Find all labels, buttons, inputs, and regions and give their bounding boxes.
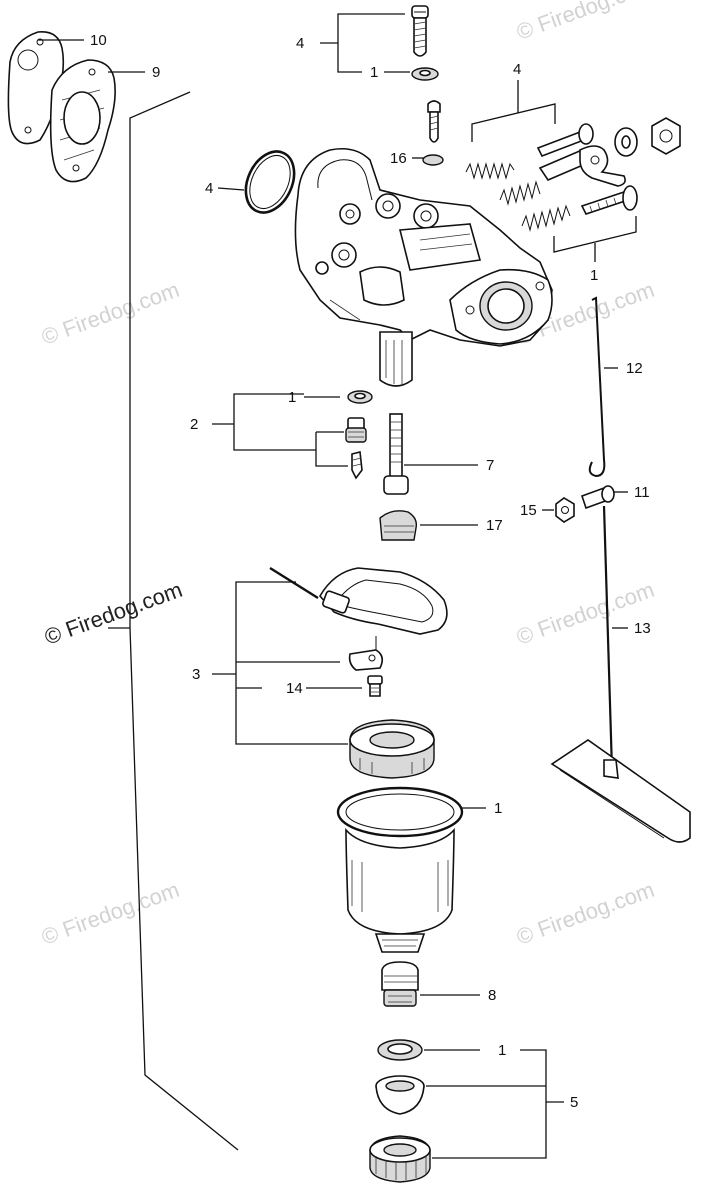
- float-bowl: [336, 786, 464, 953]
- callout-7: 7: [486, 457, 494, 474]
- float-ring: [349, 719, 435, 779]
- callout-16: 16: [390, 150, 407, 167]
- lever-arm: [538, 145, 626, 187]
- nut-right: [651, 117, 681, 155]
- washer-bottom-hole: [387, 1043, 413, 1055]
- callout-2: 2: [190, 416, 198, 433]
- bracket-2: [212, 393, 348, 467]
- emulsion-tube: [383, 413, 409, 495]
- watermark: © Firedog.com: [38, 277, 182, 350]
- bowl-cup: [375, 1075, 425, 1115]
- pilot-screw-top: [411, 5, 429, 57]
- bracket-4-right-bottom: [553, 216, 637, 262]
- spring-3: [521, 204, 571, 232]
- throttle-stop-screw: [536, 123, 594, 158]
- bracket-4-top: [320, 13, 405, 73]
- o-ring-body: [244, 150, 296, 214]
- callout-14: 14: [286, 680, 303, 697]
- carburetor-body: [294, 147, 553, 387]
- spring-2: [499, 180, 541, 206]
- callout-8: 8: [488, 987, 496, 1004]
- screw-16: [427, 100, 441, 143]
- leader-1-oring: [217, 187, 245, 191]
- float-arm: [348, 636, 384, 671]
- watermark: © Firedog.com: [513, 577, 657, 650]
- callout-12: 12: [626, 360, 643, 377]
- spring-1: [465, 162, 515, 180]
- callout-3: 3: [192, 666, 200, 683]
- watermark: © Firedog.com: [513, 0, 657, 45]
- screw-11: [580, 485, 615, 510]
- callout-1-bottom: 1: [498, 1042, 506, 1059]
- gasket-9: [49, 59, 116, 183]
- callout-1-oring: 4: [205, 180, 213, 197]
- control-link-13: [550, 505, 691, 843]
- callout-10: 10: [90, 32, 107, 49]
- callout-4-right-top: 4: [513, 61, 521, 78]
- float-screw-14: [367, 675, 383, 697]
- bracket-3: [212, 581, 348, 745]
- slow-jet: [379, 510, 418, 541]
- washer-top-hole: [419, 69, 431, 77]
- drain-bolt-8: [381, 961, 419, 1007]
- nut-15: [555, 497, 575, 523]
- bracket-4-right-top: [471, 80, 556, 142]
- callout-15: 15: [520, 502, 537, 519]
- float-pin: [269, 566, 319, 600]
- drain-nut: [369, 1135, 431, 1183]
- callout-4-right-bottom: 1: [590, 267, 598, 284]
- callout-4-top: 4: [296, 35, 304, 52]
- assembly-bracket-line: [108, 91, 239, 1151]
- bracket-5: [424, 1049, 564, 1159]
- float-needle: [351, 451, 363, 480]
- main-jet: [345, 417, 367, 443]
- callout-17: 17: [486, 517, 503, 534]
- choke-rod: [588, 296, 606, 478]
- callout-11: 11: [634, 484, 650, 501]
- callout-5: 5: [570, 1094, 578, 1111]
- watermark: © Firedog.com: [513, 877, 657, 950]
- callout-1-bowl: 1: [494, 800, 502, 817]
- watermark: © Firedog.com: [38, 877, 182, 950]
- washer-right-hole: [621, 135, 631, 149]
- callout-1-washer: 1: [288, 389, 296, 406]
- callout-13: 13: [634, 620, 651, 637]
- callout-9: 9: [152, 64, 160, 81]
- idle-screw: [580, 185, 638, 215]
- washer-16: [422, 154, 444, 166]
- callout-1-top: 1: [370, 64, 378, 81]
- washer-2-hole: [354, 392, 366, 400]
- watermark-dark: © Firedog.com: [41, 577, 185, 650]
- float-assembly: [319, 567, 448, 635]
